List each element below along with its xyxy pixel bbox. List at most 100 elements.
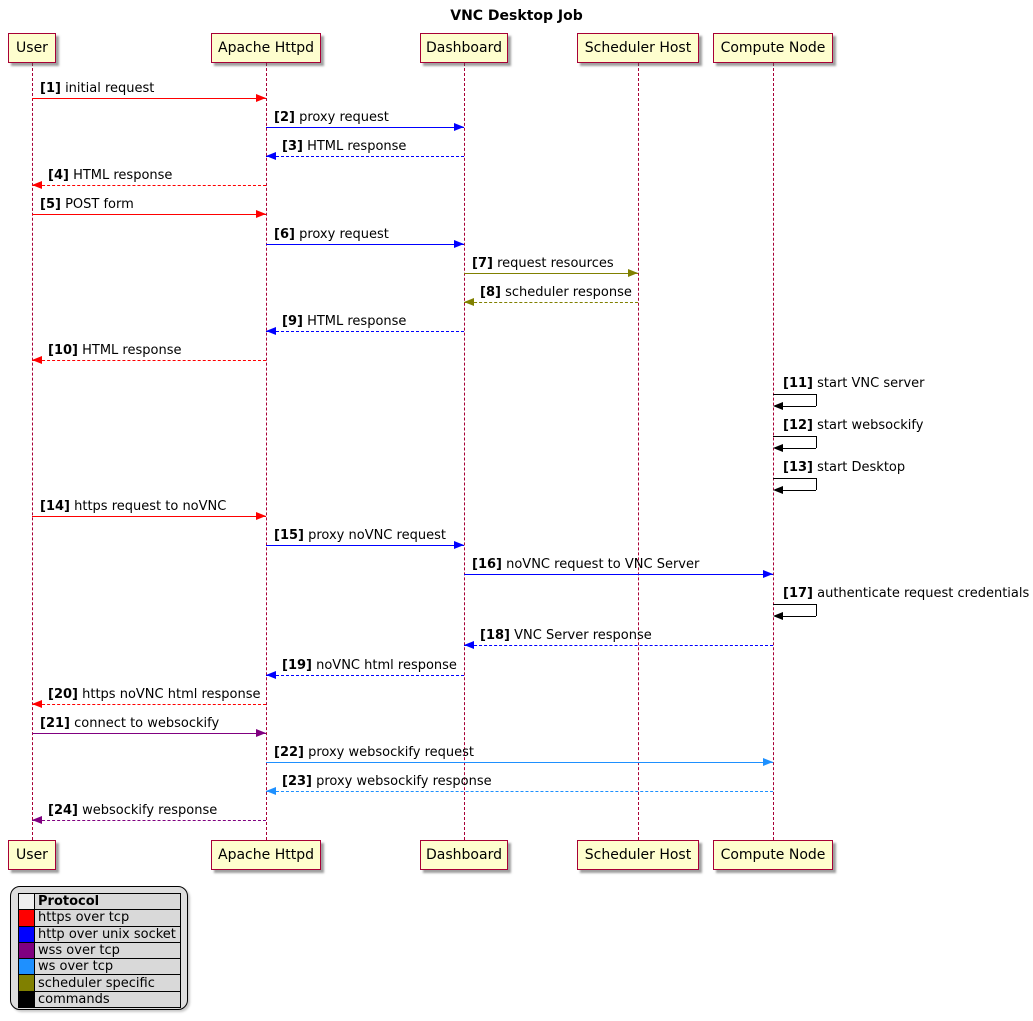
message-number: [24] — [48, 803, 78, 818]
self-message-top-13 — [773, 478, 816, 479]
message-line-2 — [266, 127, 464, 128]
legend-color-swatch — [18, 990, 35, 1009]
participant-label: Scheduler Host — [584, 40, 692, 56]
message-line-20 — [32, 704, 266, 705]
message-number: [10] — [48, 343, 78, 358]
message-number: [17] — [783, 586, 813, 601]
participant-label: Compute Node — [720, 847, 826, 863]
message-line-14 — [32, 516, 266, 517]
legend-color-swatch — [18, 974, 35, 992]
message-line-15 — [266, 545, 464, 546]
message-label-19: [19] noVNC html response — [282, 658, 457, 673]
message-number: [3] — [282, 139, 303, 154]
message-number: [22] — [274, 745, 304, 760]
message-label-12: [12] start websockify — [783, 418, 924, 433]
participant-label: Dashboard — [426, 847, 502, 863]
legend-row-label: commands — [34, 990, 181, 1009]
self-message-bottom-11 — [782, 406, 816, 407]
participant-compute-top: Compute Node — [713, 33, 833, 63]
legend-row: wss over tcp — [18, 941, 181, 960]
message-number: [4] — [48, 168, 69, 183]
legend-color-swatch — [18, 925, 35, 943]
message-line-9 — [266, 331, 464, 332]
arrowhead-22 — [763, 758, 773, 766]
legend-row-label: scheduler specific — [34, 974, 181, 992]
arrowhead-4 — [32, 181, 42, 189]
message-number: [9] — [282, 314, 303, 329]
participant-label: User — [16, 847, 48, 863]
arrowhead-10 — [32, 356, 42, 364]
arrowhead-2 — [454, 123, 464, 131]
message-line-18 — [464, 645, 773, 646]
legend-row: http over unix socket — [18, 925, 181, 943]
message-label-10: [10] HTML response — [48, 343, 182, 358]
message-line-16 — [464, 574, 773, 575]
message-line-21 — [32, 733, 266, 734]
message-number: [21] — [40, 716, 70, 731]
participant-label: Dashboard — [426, 40, 502, 56]
message-number: [20] — [48, 687, 78, 702]
message-line-1 — [32, 98, 266, 99]
diagram-title: VNC Desktop Job — [450, 8, 583, 24]
message-label-13: [13] start Desktop — [783, 460, 906, 475]
legend-color-swatch — [18, 941, 35, 960]
self-message-top-11 — [773, 394, 816, 395]
participant-apache-bottom: Apache Httpd — [211, 840, 321, 870]
message-label-20: [20] https noVNC html response — [48, 687, 261, 702]
self-message-top-12 — [773, 436, 816, 437]
arrowhead-13 — [773, 486, 783, 494]
message-line-19 — [266, 675, 464, 676]
arrowhead-19 — [266, 671, 276, 679]
lifeline-scheduler — [637, 63, 639, 840]
message-label-24: [24] websockify response — [48, 803, 218, 818]
message-number: [23] — [282, 774, 312, 789]
message-number: [1] — [40, 81, 61, 96]
participant-apache-top: Apache Httpd — [211, 33, 321, 63]
self-message-top-17 — [773, 604, 816, 605]
message-label-21: [21] connect to websockify — [40, 716, 220, 731]
message-number: [15] — [274, 528, 304, 543]
message-line-23 — [266, 791, 773, 792]
message-label-4: [4] HTML response — [48, 168, 173, 183]
arrowhead-16 — [763, 570, 773, 578]
message-label-5: [5] POST form — [40, 197, 134, 212]
legend-row: commands — [18, 990, 181, 1009]
message-label-1: [1] initial request — [40, 81, 155, 96]
arrowhead-7 — [628, 269, 638, 277]
self-message-side-13 — [816, 478, 817, 490]
message-label-11: [11] start VNC server — [783, 376, 925, 391]
message-line-24 — [32, 820, 266, 821]
message-number: [7] — [472, 256, 493, 271]
message-line-22 — [266, 762, 773, 763]
self-message-side-12 — [816, 436, 817, 448]
arrowhead-3 — [266, 152, 276, 160]
participant-label: Apache Httpd — [218, 847, 314, 863]
message-label-6: [6] proxy request — [274, 227, 389, 242]
message-label-23: [23] proxy websockify response — [282, 774, 492, 789]
self-message-bottom-13 — [782, 490, 816, 491]
self-message-bottom-12 — [782, 448, 816, 449]
legend-row: scheduler specific — [18, 974, 181, 992]
message-line-5 — [32, 214, 266, 215]
arrowhead-21 — [256, 729, 266, 737]
arrowhead-9 — [266, 327, 276, 335]
arrowhead-18 — [464, 641, 474, 649]
message-label-17: [17] authenticate request credentials — [783, 586, 1030, 601]
message-label-8: [8] scheduler response — [480, 285, 632, 300]
participant-label: Compute Node — [720, 40, 826, 56]
arrowhead-1 — [256, 94, 266, 102]
message-label-7: [7] request resources — [472, 256, 614, 271]
message-line-7 — [464, 273, 638, 274]
message-number: [12] — [783, 418, 813, 433]
legend-row: ws over tcp — [18, 958, 181, 976]
message-label-15: [15] proxy noVNC request — [274, 528, 446, 543]
message-number: [13] — [783, 460, 813, 475]
arrowhead-11 — [773, 402, 783, 410]
arrowhead-15 — [454, 541, 464, 549]
arrowhead-5 — [256, 210, 266, 218]
arrowhead-20 — [32, 700, 42, 708]
participant-user-top: User — [8, 33, 56, 63]
